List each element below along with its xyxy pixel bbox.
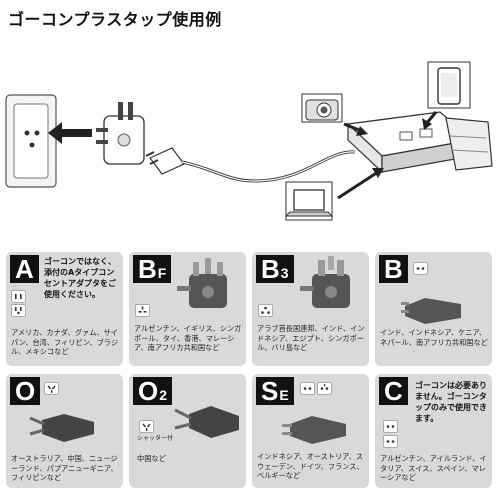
card-type-b: B インド、インドネシア、ケニア、ネパール、南アフリカ共和国など xyxy=(375,252,492,366)
socket-icon xyxy=(383,420,398,433)
smartphone-icon xyxy=(427,61,471,109)
socket-icons xyxy=(11,304,26,317)
type-letter: C xyxy=(379,377,408,405)
country-list: インド、インドネシア、ケニア、ネパール、南アフリカ共和国など xyxy=(380,328,488,347)
socket-icon xyxy=(258,304,273,317)
wall-outlet xyxy=(5,94,57,188)
socket-icons xyxy=(300,382,332,395)
laptop-icon xyxy=(284,181,334,221)
shutter-label: シャッター付 xyxy=(137,435,174,442)
socket-icon xyxy=(44,382,59,395)
card-type-o: O オーストラリア、中国、ニュージーランド、パプアニューギニア、フィリピンなど xyxy=(6,374,123,488)
country-list: アルゼンチン、アイルランド、イタリア、スイス、スペイン、マレーシアなど xyxy=(380,454,487,482)
country-list: インドネシア、オーストリア、スウェーデン、ドイツ、フランス、ベルギーなど xyxy=(257,452,364,480)
type-letter: O2 xyxy=(133,377,173,405)
socket-icons xyxy=(258,304,273,317)
adapter-illustration xyxy=(29,414,94,442)
socket-icons xyxy=(44,382,59,395)
camera-icon xyxy=(301,93,343,123)
adapter-illustration xyxy=(282,416,346,444)
card-type-o2: O2 シャッター付 中国など xyxy=(129,374,246,488)
type-letter: B3 xyxy=(256,255,294,283)
card-type-b3: B3 アラブ首長国連邦、インド、インドネシア、エジプト、シンガポール、バリ島など xyxy=(252,252,369,366)
socket-icon xyxy=(413,262,428,275)
socket-icon xyxy=(11,304,26,317)
card-type-se: SE インドネシア、オーストリア、スウェーデン、ドイツ、フランス、ベルギーなど xyxy=(252,374,369,488)
card-type-a: A ゴーコンではなく、添付のAタイプコンセントアダプタをご使用ください。 アメリ… xyxy=(6,252,123,366)
socket-icons xyxy=(139,420,154,433)
card-type-bf: BF アルゼンチン、イギリス、シンガポール、タイ、香港、マレーシア、南アフリカ共… xyxy=(129,252,246,366)
card-type-c: C ゴーコンは必要ありません。ゴーコンタップのみで使用できます。 アルゼンチン、… xyxy=(375,374,492,488)
socket-icons xyxy=(383,420,398,448)
socket-icon xyxy=(139,420,154,433)
country-list: オーストラリア、中国、ニュージーランド、パプアニューギニア、フィリピンなど xyxy=(11,454,118,482)
country-list: アメリカ、カナダ、グァム、サイパン、台湾、フィリピン、ブラジル、メキシコなど xyxy=(11,328,119,356)
socket-icons xyxy=(413,262,428,275)
adapter-illustration xyxy=(177,258,227,308)
socket-icon xyxy=(383,435,398,448)
socket-icon xyxy=(135,304,150,317)
type-letter: O xyxy=(10,377,41,405)
country-list: アルゼンチン、イギリス、シンガポール、タイ、香港、マレーシア、南アフリカ共和国な… xyxy=(134,324,242,352)
type-note: ゴーコンは必要ありません。ゴーコンタップのみで使用できます。 xyxy=(415,381,487,423)
travel-adapter xyxy=(96,102,145,165)
socket-icon xyxy=(11,290,26,303)
adapter-illustration xyxy=(300,256,350,308)
socket-icon xyxy=(300,382,315,395)
power-strip xyxy=(346,111,474,174)
power-plug xyxy=(145,147,185,175)
type-letter: B xyxy=(379,255,408,283)
page-title: ゴーコンプラスタップ使用例 xyxy=(8,10,222,29)
type-letter: SE xyxy=(256,377,294,405)
adapter-illustration xyxy=(174,406,239,438)
usage-illustration xyxy=(5,61,493,221)
type-letter: BF xyxy=(133,255,172,283)
arrow-left-icon xyxy=(48,122,92,144)
socket-icons xyxy=(135,304,150,317)
socket-icon xyxy=(317,382,332,395)
adapter-illustration xyxy=(401,298,461,324)
socket-icons xyxy=(11,290,26,303)
country-list: アラブ首長国連邦、インド、インドネシア、エジプト、シンガポール、バリ島など xyxy=(257,324,365,352)
country-list: 中国など xyxy=(137,454,166,463)
adapter-type-grid: A ゴーコンではなく、添付のAタイプコンセントアダプタをご使用ください。 アメリ… xyxy=(6,252,494,496)
type-letter: A xyxy=(10,255,39,283)
type-note: ゴーコンではなく、添付のAタイプコンセントアダプタをご使用ください。 xyxy=(44,257,116,299)
